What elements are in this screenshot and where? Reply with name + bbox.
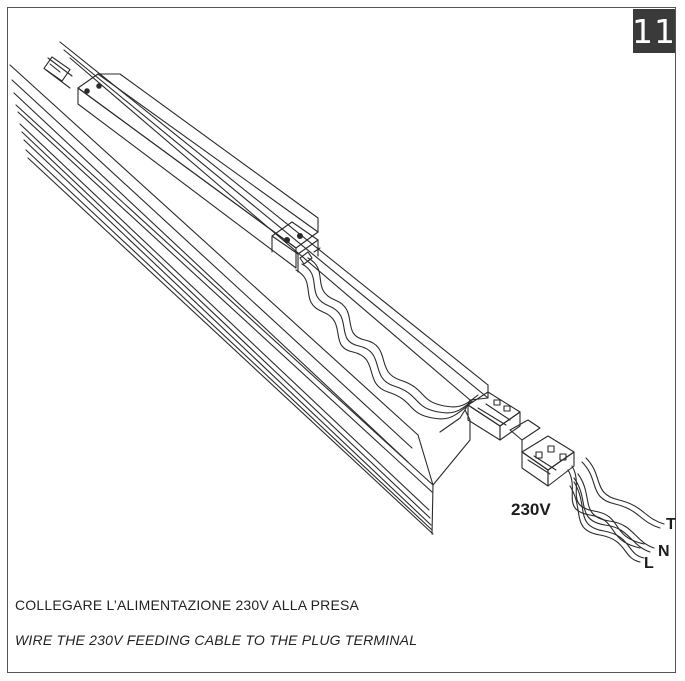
diagram-frame xyxy=(7,7,676,673)
internal-cables xyxy=(295,257,479,420)
step-number-badge: 11 xyxy=(632,9,675,53)
led-profile-channel xyxy=(9,41,489,535)
wire-label-n: N xyxy=(658,543,670,560)
feeding-connector xyxy=(509,419,575,487)
voltage-label: 230V xyxy=(511,500,551,519)
driver-box xyxy=(77,73,321,273)
instruction-italian: COLLEGARE L’ALIMENTAZIONE 230V ALLA PRES… xyxy=(15,597,360,613)
wire-label-l: L xyxy=(644,555,654,572)
profile-end-detail xyxy=(43,56,73,89)
profile-plug xyxy=(467,391,521,441)
instruction-english: WIRE THE 230V FEEDING CABLE TO THE PLUG … xyxy=(15,632,418,648)
feeding-wires xyxy=(567,457,665,563)
wire-label-t: T xyxy=(666,516,676,533)
